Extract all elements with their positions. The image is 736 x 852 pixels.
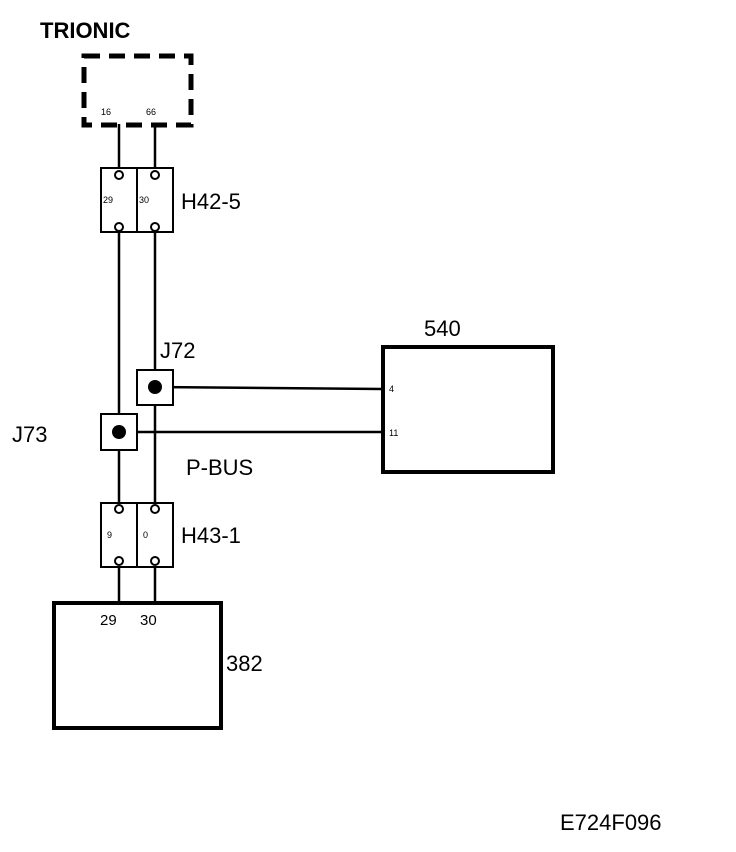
module-540-pin-4: 4 bbox=[389, 384, 394, 394]
h42-5-pin-29: 29 bbox=[103, 195, 113, 205]
trionic-pin-66: 66 bbox=[146, 107, 156, 117]
figure-id: E724F096 bbox=[560, 810, 662, 835]
module-382-pin-29: 29 bbox=[100, 612, 117, 629]
trionic-box bbox=[81, 53, 194, 128]
module-540-pin-11: 11 bbox=[389, 428, 398, 438]
h43-1-connector bbox=[100, 502, 174, 568]
j73-splice bbox=[100, 413, 138, 451]
module-382-box bbox=[52, 601, 223, 730]
h42-5-label: H42-5 bbox=[181, 189, 241, 214]
module-382-pin-30: 30 bbox=[140, 612, 157, 629]
h42-5-connector bbox=[100, 167, 174, 233]
module-540-box bbox=[381, 345, 555, 474]
h42-5-pin-30: 30 bbox=[139, 195, 149, 205]
h43-1-pin-9: 9 bbox=[107, 530, 112, 540]
wires bbox=[117, 124, 385, 603]
p-bus-label: P-BUS bbox=[186, 455, 253, 480]
h43-1-label: H43-1 bbox=[181, 523, 241, 548]
trionic-title: TRIONIC bbox=[40, 18, 131, 43]
module-382-label: 382 bbox=[226, 651, 263, 676]
j72-splice bbox=[136, 369, 174, 406]
j72-label: J72 bbox=[160, 338, 195, 363]
trionic-pin-16: 16 bbox=[101, 107, 111, 117]
module-540-label: 540 bbox=[424, 316, 461, 341]
j73-label: J73 bbox=[12, 422, 47, 447]
h43-1-pin-0: 0 bbox=[143, 530, 148, 540]
